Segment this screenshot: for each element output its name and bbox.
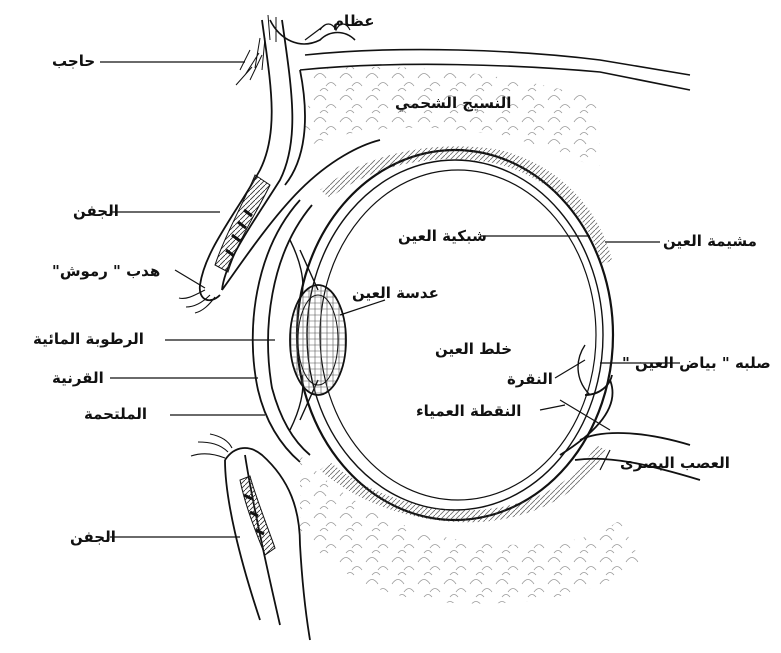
label-fatty-tissue: النسيج الشحمي	[395, 94, 511, 112]
label-aqueous-humor: الرطوبة المائية	[33, 330, 144, 348]
label-retina: شبكية العين	[398, 227, 487, 245]
label-eyebrow: حاجب	[52, 52, 95, 70]
eyebrow-hair	[236, 15, 276, 85]
fovea-notch	[578, 345, 590, 395]
label-conjunctiva: الملتحمة	[84, 405, 147, 423]
label-cornea: القرنية	[52, 369, 104, 387]
label-lens: عدسة العين	[352, 284, 439, 302]
lens-shape	[290, 285, 346, 395]
label-choroid: مشيمة العين	[663, 232, 757, 250]
sclera-hatching	[320, 146, 612, 522]
label-bone: عظام	[333, 12, 374, 30]
label-blind-spot: النقطة العمياء	[416, 402, 521, 420]
lower-eyelashes	[191, 434, 232, 458]
eyelashes-drawing	[179, 290, 215, 313]
lower-eyelid-tarsal	[240, 476, 275, 555]
label-sclera: صلبه " بياض العين "	[622, 354, 771, 372]
label-vitreous-humor: خلط العين	[435, 340, 512, 358]
label-eyelashes: هدب " رموش"	[52, 262, 160, 280]
label-upper-eyelid: الجفن	[73, 202, 119, 220]
label-fovea: النقرة	[507, 370, 553, 388]
label-optic-nerve: العصب البصرى	[620, 454, 730, 472]
label-lower-eyelid: الجفن	[70, 528, 116, 546]
eyelid-tarsal-plate	[215, 175, 270, 272]
